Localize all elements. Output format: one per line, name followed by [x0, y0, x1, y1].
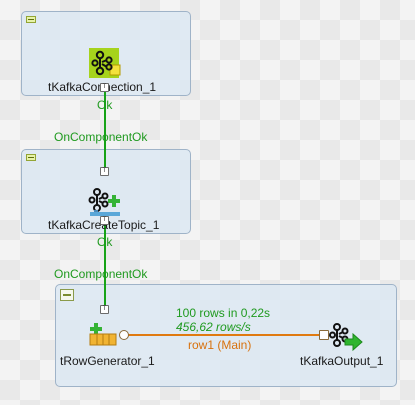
- kafka-icon: [329, 323, 363, 352]
- trigger-link-1[interactable]: [104, 84, 106, 169]
- kafka-create-topic-component[interactable]: [88, 186, 122, 220]
- link-label-on-component-ok: OnComponentOk: [54, 130, 148, 144]
- component-label: tKafkaCreateTopic_1: [48, 218, 160, 232]
- link-label-ok: Ok: [97, 98, 113, 112]
- trigger-port[interactable]: T: [100, 216, 109, 225]
- component-label: tRowGenerator_1: [60, 354, 155, 368]
- trigger-link-2[interactable]: [104, 220, 106, 307]
- kafka-icon: [89, 48, 121, 78]
- row-generator-icon: [89, 323, 117, 346]
- collapse-button[interactable]: [26, 16, 36, 23]
- trigger-port[interactable]: T: [100, 305, 109, 314]
- kafka-icon: [88, 188, 120, 216]
- kafka-output-component[interactable]: [329, 322, 363, 352]
- input-port[interactable]: [319, 330, 329, 340]
- row-count-stat: 100 rows in 0,22s: [176, 306, 271, 320]
- output-port[interactable]: [119, 330, 129, 340]
- collapse-button[interactable]: [60, 289, 74, 301]
- kafka-connection-component[interactable]: [88, 47, 122, 81]
- component-label: tKafkaOutput_1: [300, 354, 384, 368]
- link-label-ok: Ok: [97, 235, 113, 249]
- trigger-port[interactable]: T: [100, 83, 109, 92]
- row-generator-component[interactable]: [88, 322, 120, 346]
- row-link-main[interactable]: [126, 334, 322, 336]
- row-rate-stat: 456,62 rows/s: [176, 320, 251, 334]
- row-link-label: row1 (Main): [188, 338, 252, 352]
- collapse-button[interactable]: [26, 154, 36, 161]
- link-label-on-component-ok: OnComponentOk: [54, 267, 148, 281]
- trigger-port[interactable]: T: [100, 167, 109, 176]
